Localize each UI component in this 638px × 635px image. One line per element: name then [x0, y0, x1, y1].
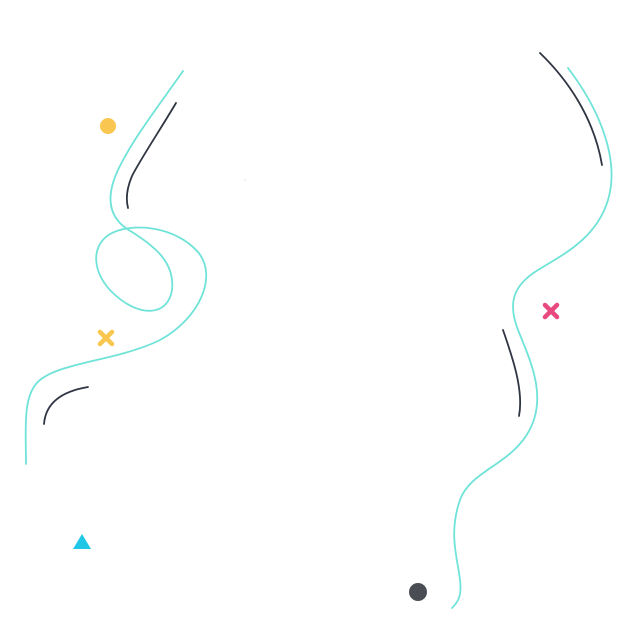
right-lower-dark-stroke: [502, 329, 522, 417]
right-wavy-line: [451, 67, 613, 609]
faint-speck: [244, 179, 246, 181]
right-upper-dark-stroke: [539, 52, 603, 166]
yellow-cross-icon: [97, 329, 115, 347]
pink-cross-icon: [542, 302, 560, 320]
left-upper-dark-stroke: [125, 102, 177, 209]
cyan-triangle-icon: [73, 534, 91, 549]
left-wavy-line: [24, 70, 208, 465]
dark-circle-icon: [409, 583, 427, 601]
left-lower-dark-stroke: [43, 386, 89, 425]
yellow-circle-icon: [100, 118, 116, 134]
